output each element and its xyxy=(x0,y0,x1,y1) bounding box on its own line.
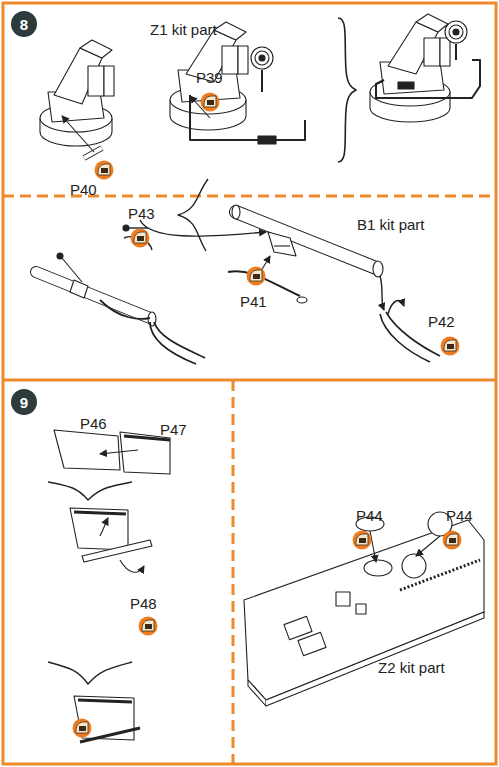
callout-number: P39 xyxy=(196,70,223,85)
callout-number: P41 xyxy=(240,294,267,309)
callout-number: P44 xyxy=(356,508,383,523)
callout-number: P42 xyxy=(428,314,455,329)
callout-number: P43 xyxy=(128,206,155,221)
callout-number: P48 xyxy=(130,596,157,611)
callout-number: P44 xyxy=(446,508,473,523)
callout-number: P40 xyxy=(70,182,97,197)
callout-number: P46 xyxy=(80,416,107,431)
step-label: 9 xyxy=(20,394,28,411)
part-name: Z1 kit part xyxy=(150,22,217,37)
step-number: 8 xyxy=(11,11,37,37)
part-name: Z2 kit part xyxy=(378,660,445,675)
part-name: B1 kit part xyxy=(357,217,425,232)
callout-number: P47 xyxy=(160,422,187,437)
step-number: 9 xyxy=(11,389,37,415)
step-label: 8 xyxy=(20,16,28,33)
